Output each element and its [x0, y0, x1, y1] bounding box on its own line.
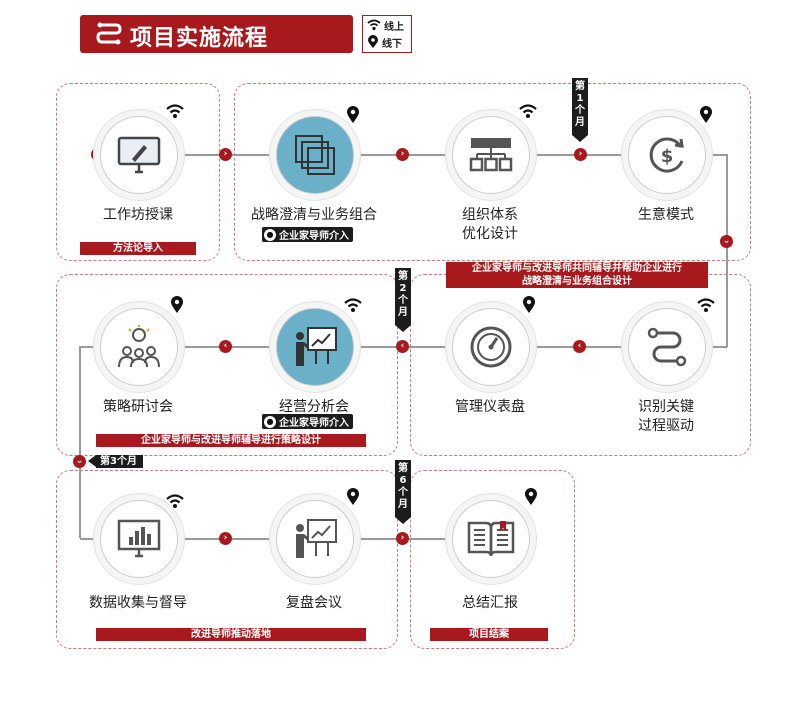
open-book-icon [467, 521, 515, 557]
node-label: 管理仪表盘 [455, 399, 525, 415]
person-icon: ● [264, 415, 276, 428]
node-label-line: 过程驱动 [638, 418, 694, 434]
wifi-icon [697, 298, 715, 312]
mentor-tag: ● 企业家导师介入 [262, 227, 353, 242]
group-box-2 [234, 83, 751, 261]
mentor-tag-label: 企业家导师介入 [279, 418, 349, 429]
direction-arrow: ⌄ [720, 235, 733, 248]
org-chart-icon [469, 138, 513, 172]
phase-bar: 改进导师推动落地 [96, 628, 366, 641]
wifi-icon [519, 104, 537, 118]
node-label: 组织体系优化设计 [405, 206, 575, 244]
connector-row1 [97, 154, 727, 156]
wifi-icon [367, 19, 381, 31]
group-box-1 [56, 83, 220, 261]
phase-bar: 项目结案 [430, 628, 548, 641]
legend-online-label: 线上 [384, 21, 404, 33]
brainstorm-icon [118, 325, 160, 368]
direction-arrow: › [219, 148, 232, 161]
person-icon: ● [264, 228, 276, 241]
legend-offline: 线下 [367, 35, 402, 50]
node-label: 识别关键过程驱动 [581, 398, 751, 436]
connector-right [726, 154, 728, 347]
node-label: 总结汇报 [462, 595, 518, 611]
legend-offline-label: 线下 [382, 38, 402, 50]
node-label-line: 优化设计 [462, 226, 518, 242]
flow-icon [96, 22, 122, 45]
bar-chart-monitor-icon [117, 519, 161, 558]
node-label: 复盘会议 [286, 595, 342, 611]
mentor-tag-label: 企业家导师介入 [279, 231, 349, 242]
phase-bar: 企业家导师与改进导师辅导进行策略设计 [96, 434, 366, 447]
node-summary-report [452, 500, 530, 578]
node-key-process [628, 308, 706, 386]
node-dashboard [452, 308, 530, 386]
phase-bar-line: 战略澄清与业务组合设计 [522, 276, 632, 287]
direction-arrow: ⌄ [73, 455, 86, 468]
group-box-5 [56, 470, 398, 649]
dollar-cycle-icon: $ [649, 137, 684, 173]
phase-bar: 企业家导师与改进导师共同辅导并帮助企业进行 战略澄清与业务组合设计 [446, 262, 708, 288]
presentation-icon [296, 519, 337, 558]
node-label: 工作坊授课 [103, 207, 173, 223]
layers-icon [295, 135, 335, 175]
mentor-tag: ● 企业家导师介入 [262, 414, 353, 429]
wifi-icon [166, 494, 184, 508]
process-path-icon [647, 327, 687, 367]
presentation-icon [296, 327, 337, 366]
direction-arrow: ‹ [573, 340, 586, 353]
legend: 线上 线下 [362, 15, 412, 53]
node-review-meeting [276, 500, 354, 578]
node-analysis-meeting [276, 308, 354, 386]
node-data-collection [100, 500, 178, 578]
location-pin-icon [368, 35, 378, 48]
gauge-icon [470, 326, 512, 368]
phase-bar: 方法论导入 [80, 242, 196, 255]
legend-online: 线上 [367, 18, 404, 33]
milestone-tag-month-3: 第3个月 [88, 455, 143, 468]
node-business-model: $ [628, 116, 706, 194]
location-pin-icon [171, 296, 183, 313]
node-workshop [100, 116, 178, 194]
monitor-pen-icon [117, 136, 161, 174]
direction-arrow: › [396, 532, 409, 545]
node-label: 数据收集与督导 [89, 595, 187, 611]
direction-arrow: › [219, 532, 232, 545]
node-label-line: 识别关键 [638, 399, 694, 415]
node-strategy-workshop [100, 308, 178, 386]
direction-arrow: › [574, 148, 587, 161]
phase-bar-line: 企业家导师与改进导师共同辅导并帮助企业进行 [472, 263, 682, 274]
location-pin-icon [525, 488, 537, 505]
page-title: 项目实施流程 [130, 26, 269, 51]
direction-arrow: ‹ [219, 340, 232, 353]
connector-left [79, 346, 81, 538]
direction-arrow: ‹ [396, 340, 409, 353]
node-label-line: 组织体系 [462, 207, 518, 223]
direction-arrow: › [396, 148, 409, 161]
node-label: 战略澄清与业务组合 [251, 207, 377, 223]
location-pin-icon [523, 296, 535, 313]
wifi-icon [344, 298, 362, 312]
node-strategy [276, 116, 354, 194]
node-org [452, 116, 530, 194]
group-box-6 [410, 470, 575, 649]
location-pin-icon [700, 106, 712, 123]
node-label: 经营分析会 [279, 399, 349, 415]
location-pin-icon [347, 106, 359, 123]
node-label: 策略研讨会 [103, 399, 173, 415]
node-label: 生意模式 [638, 207, 694, 223]
location-pin-icon [347, 488, 359, 505]
group-box-3 [56, 274, 398, 456]
title-bar: 项目实施流程 [80, 15, 353, 53]
svg-text:$: $ [661, 146, 674, 167]
wifi-icon [166, 104, 184, 118]
